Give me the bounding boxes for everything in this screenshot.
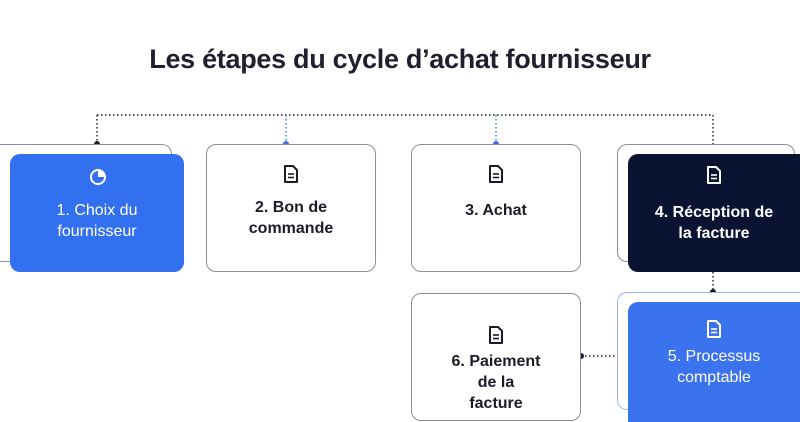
document-icon [488,165,504,183]
pie-chart-icon [89,168,106,186]
step-1-card: 1. Choix du fournisseur [10,154,184,272]
step-5-card: 5. Processus comptable [628,302,800,422]
step-6-label: 6. Paiement de la facture [451,353,541,412]
document-icon [283,165,299,183]
step-1-label: 1. Choix du fournisseur [56,202,138,240]
step-2-label: 2. Bon de commande [248,199,334,237]
step-3-label: 3. Achat [465,202,527,219]
step-4-label: 4. Réception de la facture [654,204,774,242]
document-icon [706,320,722,338]
step-6-card: 6. Paiement de la facture [411,293,581,421]
step-4-card: 4. Réception de la facture [628,154,800,272]
diagram-title: Les étapes du cycle d’achat fournisseur [149,44,651,74]
document-icon [488,326,504,344]
document-icon [706,166,722,184]
step-2-card: 2. Bon de commande [206,144,376,272]
step-5-label: 5. Processus comptable [667,348,761,386]
step-3-card: 3. Achat [411,144,581,272]
